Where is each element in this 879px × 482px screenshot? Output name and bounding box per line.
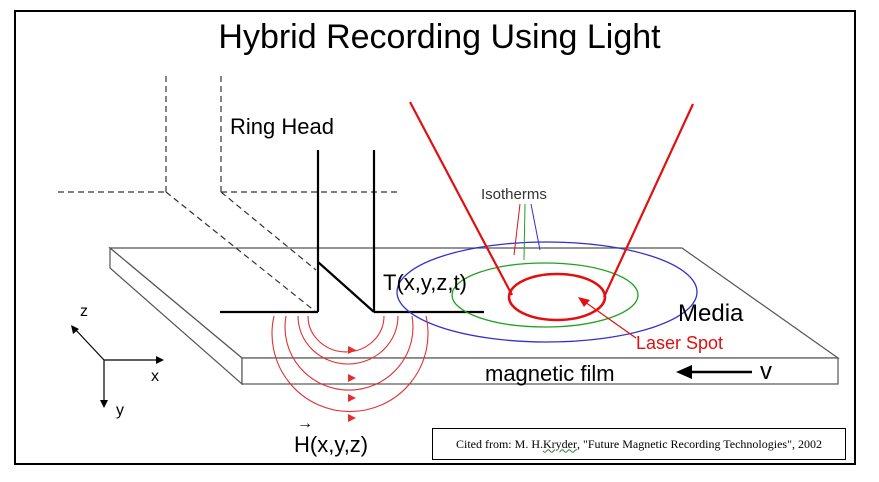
axis-x-label: x <box>151 368 159 385</box>
magnetic-film-label: magnetic film <box>485 361 615 386</box>
field-lines <box>271 315 429 413</box>
ring-head-dashed-projection <box>58 76 400 313</box>
isotherm-outer <box>396 241 698 343</box>
citation-box: Cited from: M. H. Kryder, "Future Magnet… <box>432 428 846 460</box>
velocity-arrowhead <box>676 365 692 379</box>
isotherms-label: Isotherms <box>481 186 547 203</box>
axis-y-label: y <box>116 402 124 419</box>
isotherm-pointer-green <box>523 203 526 261</box>
ring-head <box>220 150 484 314</box>
temperature-label: T(x,y,z,t) <box>383 270 467 295</box>
field-label: H(x,y,z) <box>294 432 369 457</box>
isotherm-middle <box>451 262 639 328</box>
field-line-arrowheads <box>348 346 356 422</box>
field-vector-arrow: → <box>297 415 313 432</box>
laser-spot-pointer <box>584 301 637 339</box>
isotherm-pointer-red <box>513 203 521 256</box>
citation-prefix: Cited from: M. H. <box>455 436 543 451</box>
axis-triad <box>73 327 160 404</box>
laser-spot-arrowhead <box>578 297 590 307</box>
media-label: Media <box>678 300 744 327</box>
laser-beam-left <box>409 101 513 296</box>
laser-beam-right <box>603 103 694 298</box>
axis-arrowheads <box>71 325 164 408</box>
axis-z-label: z <box>80 303 88 320</box>
ring-head-label: Ring Head <box>230 114 334 139</box>
laser-spot-label: Laser Spot <box>636 333 724 353</box>
slide-title: Hybrid Recording Using Light <box>218 18 661 56</box>
citation-author: Kryder <box>542 436 577 451</box>
isotherm-pointer-blue <box>530 203 541 251</box>
slide-frame <box>14 10 856 465</box>
citation-rest: , "Future Magnetic Recording Technologie… <box>576 436 822 451</box>
velocity-label: v <box>760 358 772 385</box>
